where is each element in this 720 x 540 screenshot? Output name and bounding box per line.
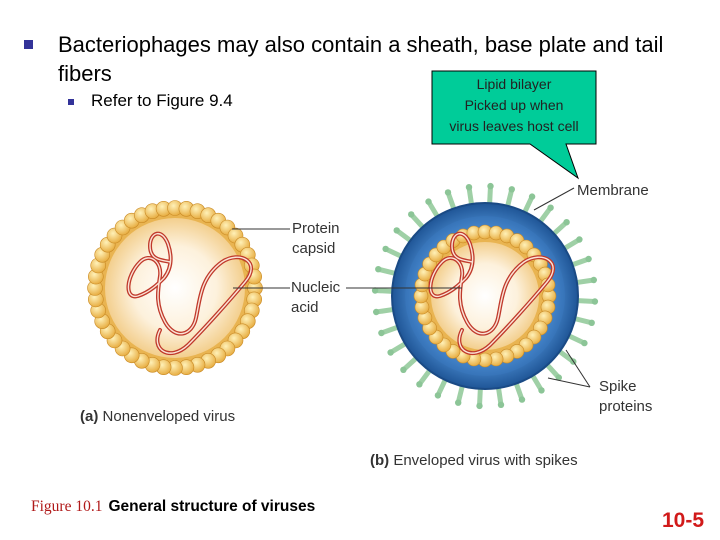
spike-tip [555,374,562,381]
label-protein-capsid: Protein capsid [292,219,340,259]
spike-tip [434,392,442,399]
label-spike-proteins: Spike proteins [599,377,652,417]
callout-text: Lipid bilayer Picked up when virus leave… [433,74,595,137]
spike-tip [465,184,473,191]
panel-b-letter: (b) [370,452,390,469]
label-leader-lines [232,187,591,388]
spike-tip [371,287,379,294]
lipid-bilayer-callout [431,70,597,180]
spike-tip [585,255,592,263]
spike-tip [378,329,385,337]
spike-tip [576,236,583,243]
sub-bullet-marker [68,99,74,105]
panel-a-text: Nonenveloped virus [102,408,236,425]
spike-tip [408,211,415,218]
label-nucleic-acid-line2: acid [291,299,319,316]
label-spike-line2: proteins [599,398,653,415]
spike-tip [487,182,494,190]
nucleic-acid-a [126,231,254,356]
spike-tip [528,193,536,200]
spike-tip [416,381,423,388]
spike-tip [563,219,570,226]
page-number: 10-5 [662,509,705,532]
label-nucleic-acid-line1: Nucleic [291,279,341,296]
panel-b-text: Enveloped virus with spikes [393,452,578,469]
spike-tip [518,396,526,403]
spike-tip [497,401,505,408]
spike-tip [588,319,595,326]
bullet-marker [24,40,33,49]
spike-tip [455,399,462,406]
label-membrane: Membrane [577,182,649,199]
spike-tip [476,402,483,410]
spike-tip [400,366,407,373]
spike-tip [375,266,382,273]
spike-tip [444,189,452,196]
figure-caption: Figure 10.1 General structure of viruses [31,498,315,516]
spike-tip [538,387,545,394]
panel-b-label: (b) Enveloped virus with spikes [370,451,578,471]
spike-tip [590,276,597,284]
caption-text: General structure of viruses [108,498,316,515]
label-protein-capsid-line2: capsid [292,240,336,257]
spike-tip [387,349,394,356]
callout-line-3: virus leaves host cell [449,118,579,134]
slide-bullet-sub: Refer to Figure 9.4 [91,91,233,110]
slide-bullet-main: Bacteriophages may also contain a sheath… [58,32,664,86]
callout-line-1: Lipid bilayer [476,76,552,92]
nucleic-acid-b [428,231,556,356]
spike-tip [581,339,588,347]
spike-tip [393,227,400,234]
label-protein-capsid-line1: Protein [292,220,340,237]
label-spike-line1: Spike [599,378,637,395]
spike-tip [373,308,380,316]
caption-figure-number: Figure 10.1 [31,498,103,515]
spike-tip [547,204,554,211]
spike-tip [591,298,599,305]
label-nucleic-acid: Nucleic acid [291,278,340,318]
spike-tip [425,198,432,205]
spike-tip [508,186,515,193]
spike-tip [382,245,389,253]
callout-line-2: Picked up when [464,97,564,113]
panel-a-label: (a) Nonenveloped virus [80,407,235,427]
capsid-core [105,218,245,358]
panel-a-letter: (a) [80,408,99,425]
